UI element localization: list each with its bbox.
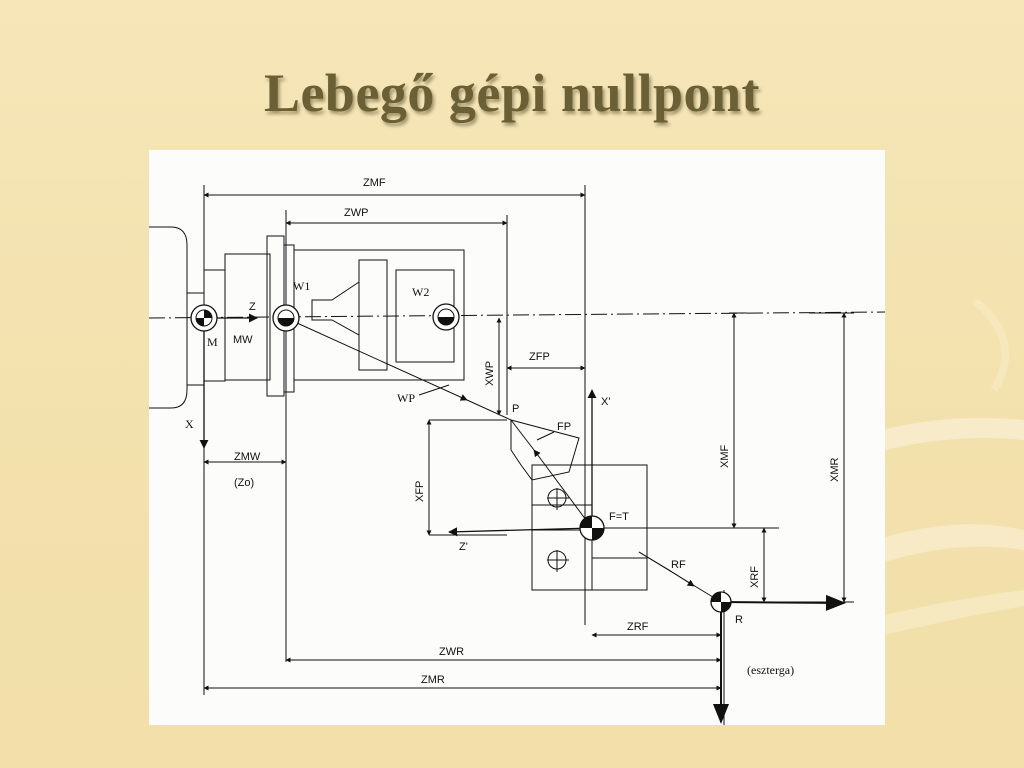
label-ft: F=T [609, 511, 629, 523]
label-eszterga: (eszterga) [747, 663, 794, 677]
tool-reference-symbol-f [579, 515, 605, 541]
wp-vector [285, 317, 468, 401]
cutting-tool-insert [510, 419, 580, 481]
label-xrf: XRF [749, 566, 761, 588]
label-w2: W2 [412, 285, 429, 299]
label-mw: MW [233, 334, 253, 346]
fp-vector [533, 449, 593, 529]
label-zo: (Zo) [234, 477, 254, 489]
label-zmw: ZMW [234, 451, 261, 463]
label-xwp: XWP [484, 361, 496, 386]
workpiece-zero-symbol-w2 [432, 303, 460, 331]
slide-title: Lebegő gépi nullpont [263, 63, 761, 123]
label-zmr: ZMR [421, 674, 445, 686]
label-zwr: ZWR [439, 646, 464, 658]
workpiece-taper [311, 281, 360, 336]
diagram-canvas: ZMF ZWP W1 W2 Z M MW X WP P FP X' ZFP ZM… [149, 177, 885, 725]
tool-turret-block [531, 464, 648, 591]
reference-z-axis [720, 594, 846, 611]
label-x-prime: X' [601, 396, 610, 408]
label-r: R [735, 614, 743, 626]
label-m: M [207, 335, 218, 349]
label-z: Z [249, 301, 256, 313]
workpiece-zero-symbol-w1 [272, 304, 300, 332]
label-zwp: ZWP [344, 207, 368, 219]
label-zrf: ZRF [627, 621, 649, 633]
machine-zero-point-diagram: ZMF ZWP W1 W2 Z M MW X WP P FP X' ZFP ZM… [149, 150, 885, 725]
fp-vector-tail [510, 419, 535, 451]
rf-vector-head [668, 569, 695, 587]
label-zfp: ZFP [529, 351, 550, 363]
label-p: P [512, 403, 519, 415]
label-z-prime: Z' [459, 541, 468, 553]
label-w1: W1 [293, 279, 310, 293]
wp-vector-tail [466, 399, 512, 421]
spindle-centerline [149, 311, 885, 319]
label-zmf: ZMF [363, 177, 386, 189]
label-x: X [185, 417, 194, 431]
label-fp: FP [557, 421, 571, 433]
tool-z-prime-axis [448, 527, 593, 537]
fp-leader [536, 431, 555, 441]
label-xmr: XMR [829, 458, 841, 483]
reference-point-symbol-r [710, 591, 732, 613]
label-rf: RF [671, 559, 686, 571]
chuck-jaw-housing [224, 253, 271, 381]
label-wp: WP [397, 391, 415, 405]
label-xfp: XFP [414, 481, 426, 502]
wp-leader [418, 384, 450, 396]
background-swoosh-decoration [824, 300, 1024, 640]
machine-zero-symbol-m [190, 304, 218, 332]
workpiece-collar [358, 259, 388, 371]
label-xmf: XMF [719, 445, 731, 469]
